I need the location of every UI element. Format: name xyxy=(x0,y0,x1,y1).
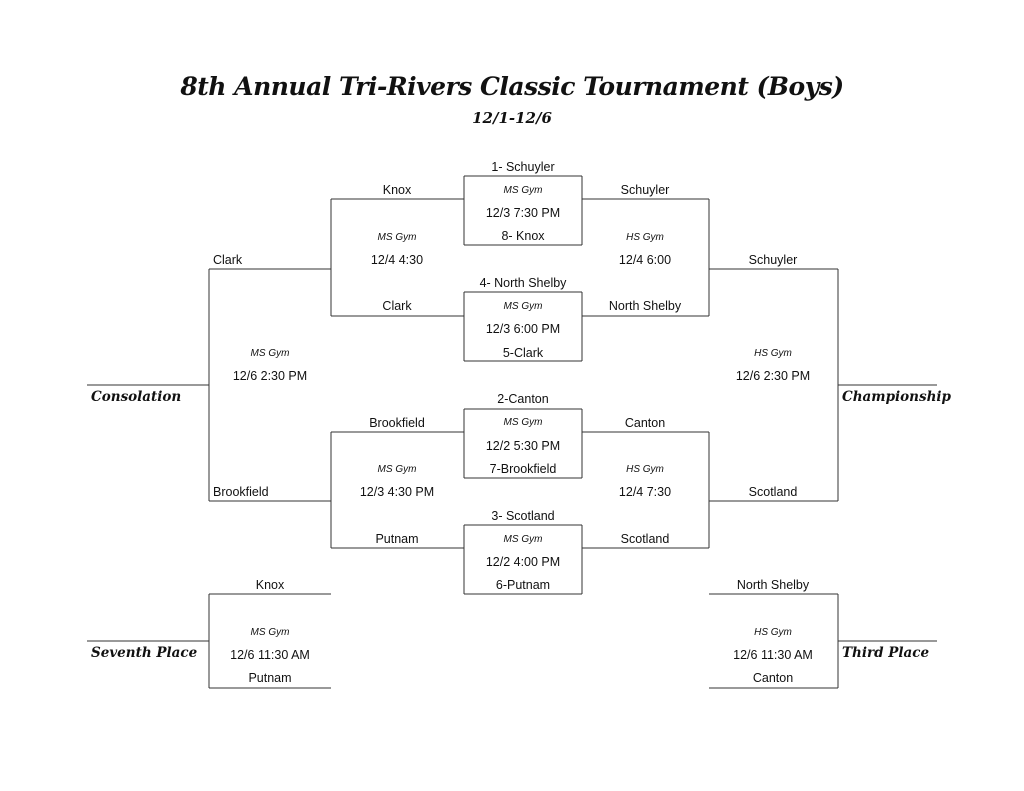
third-top-team: North Shelby xyxy=(736,578,810,592)
q2-bottom-seed: 5-Clark xyxy=(502,346,544,360)
consolation-final-bracket xyxy=(87,268,331,502)
championship-semi-1-bracket xyxy=(582,198,710,317)
third-gym: HS Gym xyxy=(754,627,792,638)
consolation-gym: MS Gym xyxy=(250,348,290,359)
championship-top-team: Schuyler xyxy=(748,253,798,267)
champ-semi2-top-team: Canton xyxy=(624,416,666,430)
champ-semi2-bottom-team: Scotland xyxy=(620,532,670,546)
q2-time: 12/3 6:00 PM xyxy=(485,322,561,336)
champ-semi1-gym: HS Gym xyxy=(626,232,664,243)
quarterfinal-4-box xyxy=(463,524,583,595)
quarterfinal-3-box xyxy=(463,408,583,479)
champ-semi1-top-team: Schuyler xyxy=(620,183,670,197)
q4-time: 12/2 4:00 PM xyxy=(485,555,561,569)
third-place-bracket xyxy=(709,593,937,689)
champ-semi2-gym: HS Gym xyxy=(626,464,664,475)
championship-bottom-team: Scotland xyxy=(748,485,798,499)
championship-gym: HS Gym xyxy=(754,348,792,359)
q3-time: 12/2 5:30 PM xyxy=(485,439,561,453)
quarterfinal-1-box xyxy=(463,175,583,246)
third-bottom-team: Canton xyxy=(752,671,794,685)
quarterfinal-2-box xyxy=(463,291,583,362)
q1-bottom-seed: 8- Knox xyxy=(501,229,545,243)
third-place-label: Third Place xyxy=(842,645,930,661)
cons-semi1-time: 12/4 4:30 xyxy=(370,253,424,267)
consolation-semi-2-bracket xyxy=(330,431,464,549)
q4-gym: MS Gym xyxy=(503,534,543,545)
third-time: 12/6 11:30 AM xyxy=(733,648,813,662)
championship-label: Championship xyxy=(842,389,951,405)
cons-semi1-gym: MS Gym xyxy=(377,232,417,243)
cons-semi1-bottom-team: Clark xyxy=(382,299,412,313)
cons-semi1-top-team: Knox xyxy=(382,183,412,197)
q1-time: 12/3 7:30 PM xyxy=(485,206,561,220)
q2-gym: MS Gym xyxy=(503,301,543,312)
seventh-gym: MS Gym xyxy=(250,627,290,638)
championship-final-bracket xyxy=(709,268,937,502)
seventh-time: 12/6 11:30 AM xyxy=(230,648,310,662)
cons-semi2-gym: MS Gym xyxy=(377,464,417,475)
champ-semi1-bottom-team: North Shelby xyxy=(608,299,682,313)
q1-top-seed: 1- Schuyler xyxy=(491,160,555,174)
consolation-semi-1-bracket xyxy=(330,198,464,317)
q3-bottom-seed: 7-Brookfield xyxy=(489,462,557,476)
q2-top-seed: 4- North Shelby xyxy=(479,276,567,290)
champ-semi2-time: 12/4 7:30 xyxy=(618,485,672,499)
q3-top-seed: 2-Canton xyxy=(497,392,549,406)
cons-semi2-time: 12/3 4:30 PM xyxy=(359,485,435,499)
seventh-place-label: Seventh Place xyxy=(91,645,198,661)
championship-time: 12/6 2:30 PM xyxy=(735,369,811,383)
champ-semi1-time: 12/4 6:00 xyxy=(618,253,672,267)
q3-gym: MS Gym xyxy=(503,417,543,428)
consolation-top-team: Clark xyxy=(213,253,243,267)
championship-semi-2-bracket xyxy=(582,431,710,549)
consolation-label: Consolation xyxy=(91,389,182,405)
cons-semi2-top-team: Brookfield xyxy=(369,416,425,430)
seventh-top-team: Knox xyxy=(255,578,285,592)
seventh-place-bracket xyxy=(87,593,331,689)
consolation-time: 12/6 2:30 PM xyxy=(232,369,308,383)
cons-semi2-bottom-team: Putnam xyxy=(375,532,419,546)
seventh-bottom-team: Putnam xyxy=(248,671,292,685)
q1-gym: MS Gym xyxy=(503,185,543,196)
tournament-title: 8th Annual Tri-Rivers Classic Tournament… xyxy=(180,72,844,101)
q4-bottom-seed: 6-Putnam xyxy=(495,578,551,592)
tournament-dates: 12/1-12/6 xyxy=(472,109,552,127)
consolation-bottom-team: Brookfield xyxy=(213,485,269,499)
q4-top-seed: 3- Scotland xyxy=(491,509,555,523)
